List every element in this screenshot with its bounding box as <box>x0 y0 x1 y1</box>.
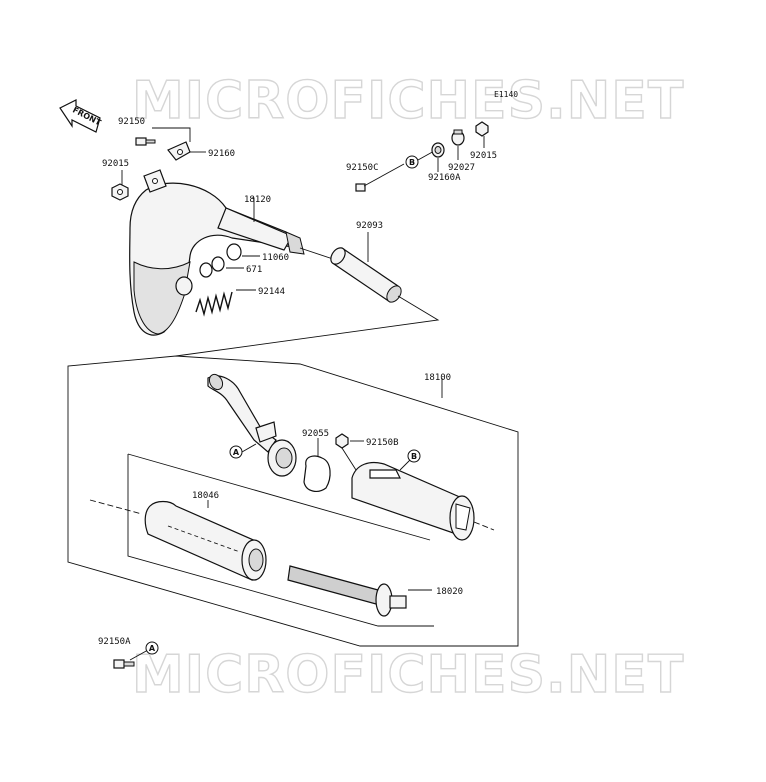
label-92144: 92144 <box>258 287 285 297</box>
callout-a-bottom-text: A <box>149 644 156 653</box>
spring-92144 <box>195 289 256 317</box>
bolt-92150 <box>135 127 191 146</box>
bolt-92150B <box>335 433 364 471</box>
silencer-assembly-18100 <box>67 355 519 647</box>
label-11060: 11060 <box>262 253 289 263</box>
watermark-bottom: MICROFICHES.NET <box>132 645 684 705</box>
axis-line-left <box>89 499 143 515</box>
label-18120: 18120 <box>244 195 271 205</box>
label-92150: 92150 <box>118 117 145 127</box>
gasket-92055 <box>303 438 331 492</box>
inner-box <box>127 454 434 627</box>
packing-18046 <box>144 500 267 581</box>
callout-a-mid: A <box>229 445 243 459</box>
grommet-92027 <box>451 129 465 160</box>
callout-b-mid-text: B <box>411 452 417 461</box>
front-arrow-icon: FRONT <box>59 99 103 133</box>
exhaust-pipe-18120 <box>129 169 305 336</box>
nut-92015-left <box>111 170 129 201</box>
label-92055: 92055 <box>302 429 329 439</box>
label-18046: 18046 <box>192 491 219 501</box>
ring-671 <box>199 256 244 278</box>
diagram-code: E1140 <box>494 90 518 99</box>
axis-line-right <box>473 521 495 531</box>
label-92093: 92093 <box>356 221 383 231</box>
core-18020 <box>287 565 432 617</box>
label-92150A: 92150A <box>98 637 131 647</box>
sleeve-92093 <box>175 232 440 357</box>
label-92160: 92160 <box>208 149 235 159</box>
nut-92015-right <box>475 121 489 148</box>
callout-b-top: B <box>405 149 437 169</box>
label-18100: 18100 <box>424 373 451 383</box>
bolt-92150C <box>355 163 405 192</box>
bracket-92160 <box>167 141 206 161</box>
label-92150B: 92150B <box>366 438 399 448</box>
ring-11060 <box>226 243 260 261</box>
collar-92160A <box>431 142 445 172</box>
watermark-top: MICROFICHES.NET <box>132 71 684 131</box>
inner-box-top <box>127 453 431 541</box>
label-92015-left: 92015 <box>102 159 129 169</box>
callout-a-mid-text: A <box>233 448 240 457</box>
label-18020: 18020 <box>436 587 463 597</box>
inlet-pipe <box>207 373 297 477</box>
label-671: 671 <box>246 265 262 275</box>
label-92027: 92027 <box>448 163 475 173</box>
label-92015-right: 92015 <box>470 151 497 161</box>
label-92160A: 92160A <box>428 173 461 183</box>
callout-a-bottom: A <box>145 641 159 655</box>
callout-b-mid: B <box>407 449 421 463</box>
bolt-92150A <box>113 649 149 669</box>
silencer-body <box>351 459 475 541</box>
callout-b-top-text: B <box>409 158 415 167</box>
label-92150C: 92150C <box>346 163 379 173</box>
